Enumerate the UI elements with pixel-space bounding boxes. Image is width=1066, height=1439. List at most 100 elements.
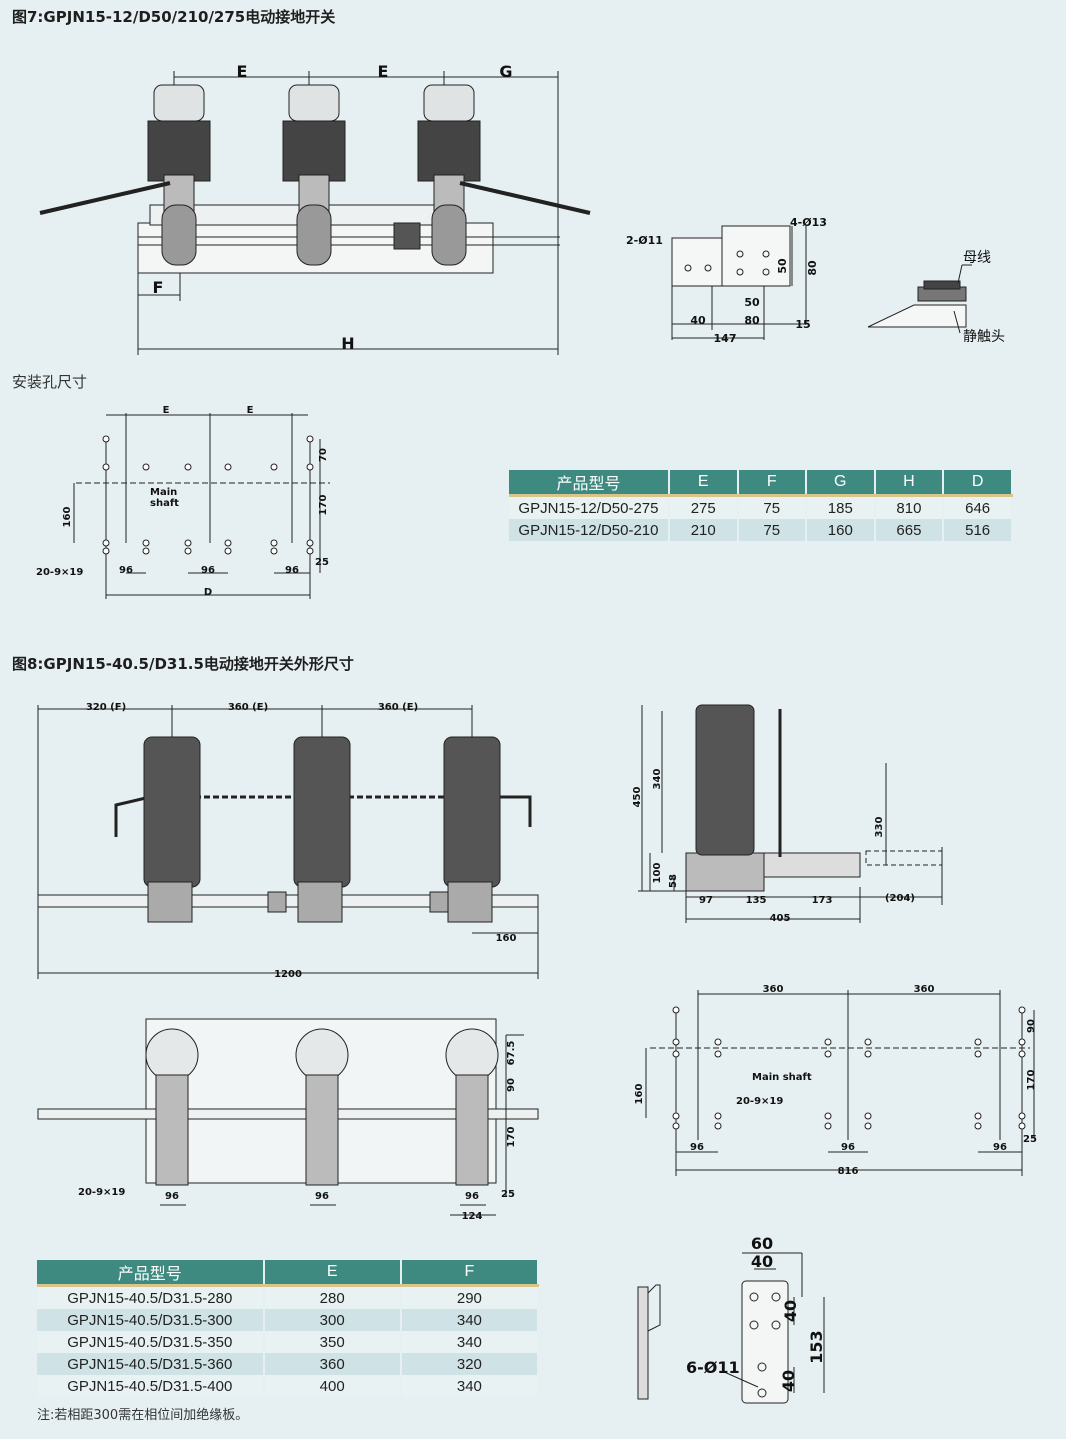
mount8-360b: 360 (914, 984, 935, 995)
front-e2: 360 (E) (378, 702, 418, 713)
mount8-160: 160 (634, 1084, 645, 1105)
table-row: GPJN15-40.5/D31.5-300 300 340 (37, 1309, 540, 1331)
fig7-switch-drawing: E E G F H (39, 62, 591, 355)
fig7-title: 图7:GPJN15-12/D50/210/275电动接地开关 (12, 8, 336, 26)
contact-label: 静触头 (963, 329, 1005, 345)
table-header: 产品型号 (37, 1260, 265, 1287)
table-cell: 810 (874, 495, 945, 519)
mount-25: 25 (315, 557, 329, 568)
side-330: 330 (874, 817, 885, 838)
plan-90: 90 (506, 1078, 517, 1092)
mount-e2: E (247, 405, 254, 416)
bracket8-153: 153 (807, 1330, 826, 1363)
plan-96b: 96 (315, 1191, 329, 1202)
fig7-mount-title: 安装孔尺寸 (12, 373, 88, 391)
table-cell: 160 (805, 519, 876, 541)
table-row: GPJN15-40.5/D31.5-280 280 290 (37, 1285, 540, 1309)
table-cell: 290 (400, 1285, 540, 1309)
main-shaft-1: Main (150, 487, 177, 498)
mount8-shaft: Main shaft (752, 1072, 812, 1083)
table-cell: 340 (400, 1375, 540, 1397)
table-row: GPJN15-12/D50-275 275 75 185 810 646 (509, 495, 1013, 519)
four-holes-label: 4-Ø13 (790, 216, 827, 229)
table-cell: 516 (943, 519, 1013, 541)
mount-96a: 96 (119, 565, 133, 576)
side-405: 405 (770, 913, 791, 924)
dim-e1: E (237, 62, 248, 81)
table-cell: 185 (805, 495, 876, 519)
plan-holes: 20-9×19 (78, 1187, 125, 1198)
table-header: G (805, 470, 876, 497)
side-204: (204) (885, 893, 915, 904)
table-cell: 646 (943, 495, 1013, 519)
table-cell: GPJN15-40.5/D31.5-360 (37, 1353, 265, 1375)
mount-170: 170 (318, 495, 329, 516)
fig7-contact-drawing: 母线 静触头 (867, 250, 1005, 345)
front-160: 160 (496, 933, 517, 944)
front-f: 320 (F) (86, 702, 126, 713)
plan-124: 124 (462, 1211, 483, 1222)
bracket8-60: 60 (751, 1234, 773, 1253)
insulator-2 (282, 84, 346, 266)
table-cell: GPJN15-12/D50-210 (509, 519, 670, 541)
table-header-row: 产品型号 E F (37, 1260, 540, 1287)
fig8-note: 注:若相距300需在相位间加绝缘板。 (37, 1408, 249, 1423)
fig8-bracket-drawing: 60 40 40 153 40 6-Ø11 (637, 1234, 826, 1404)
side-173: 173 (812, 895, 833, 906)
mount8-816: 816 (838, 1166, 859, 1177)
dim-50h: 50 (744, 296, 760, 309)
plan-25: 25 (501, 1189, 515, 1200)
mount-holes: 20-9×19 (36, 567, 83, 578)
side-450: 450 (632, 787, 643, 808)
table-cell: 300 (263, 1309, 402, 1331)
front-1200: 1200 (274, 969, 302, 980)
dim-e2: E (378, 62, 389, 81)
table-header: F (400, 1260, 540, 1287)
mount8-holes: 20-9×19 (736, 1096, 783, 1107)
table-row: GPJN15-40.5/D31.5-400 400 340 (37, 1375, 540, 1397)
dim-g: G (499, 62, 512, 81)
table-cell: 275 (668, 495, 739, 519)
fig8-spec-table: 产品型号 E F GPJN15-40.5/D31.5-280 280 290 G… (37, 1260, 540, 1397)
two-holes-label: 2-Ø11 (626, 234, 663, 247)
table-header-row: 产品型号 E F G H D (509, 470, 1013, 497)
table-header: E (668, 470, 739, 497)
side-58: 58 (668, 874, 679, 888)
table-header: H (874, 470, 945, 497)
plan-170: 170 (506, 1127, 517, 1148)
table-cell: 75 (737, 495, 807, 519)
side-insulator (695, 704, 755, 856)
fig7-mount-drawing: E E Main shaft 70 170 160 25 20-9×19 96 … (36, 405, 330, 599)
table-cell: GPJN15-40.5/D31.5-350 (37, 1331, 265, 1353)
table-cell: 340 (400, 1331, 540, 1353)
table-header: F (737, 470, 807, 497)
mount-e1: E (163, 405, 170, 416)
table-cell: GPJN15-40.5/D31.5-280 (37, 1285, 265, 1309)
table-cell: 340 (400, 1309, 540, 1331)
side-97: 97 (699, 895, 713, 906)
table-cell: 75 (737, 519, 807, 541)
fig8-plan-drawing: 67.5 90 170 25 20-9×19 96 96 96 124 (37, 1018, 539, 1222)
plan-96a: 96 (165, 1191, 179, 1202)
dim-40: 40 (690, 314, 706, 327)
dim-15: 15 (795, 318, 810, 331)
side-100: 100 (652, 863, 663, 884)
front-e1: 360 (E) (228, 702, 268, 713)
dim-147: 147 (714, 332, 737, 345)
table-cell: 665 (874, 519, 945, 541)
table-cell: 360 (263, 1353, 402, 1375)
insulator-3 (417, 84, 481, 266)
bracket8-holes: 6-Ø11 (686, 1358, 740, 1377)
dim-50v: 50 (776, 258, 789, 274)
mount8-96b: 96 (841, 1142, 855, 1153)
mount-160: 160 (62, 507, 73, 528)
table-header: 产品型号 (509, 470, 670, 497)
mount8-96a: 96 (690, 1142, 704, 1153)
table-cell: GPJN15-12/D50-275 (509, 495, 670, 519)
mount-d: D (204, 587, 212, 598)
dim-h: H (341, 334, 354, 353)
fig8-front-drawing: 320 (F) 360 (E) 360 (E) 160 1200 (37, 702, 539, 980)
mount8-360a: 360 (763, 984, 784, 995)
fig7-bracket-drawing: 2-Ø11 4-Ø13 50 80 50 80 40 15 147 (626, 216, 827, 345)
dim-80h: 80 (744, 314, 760, 327)
